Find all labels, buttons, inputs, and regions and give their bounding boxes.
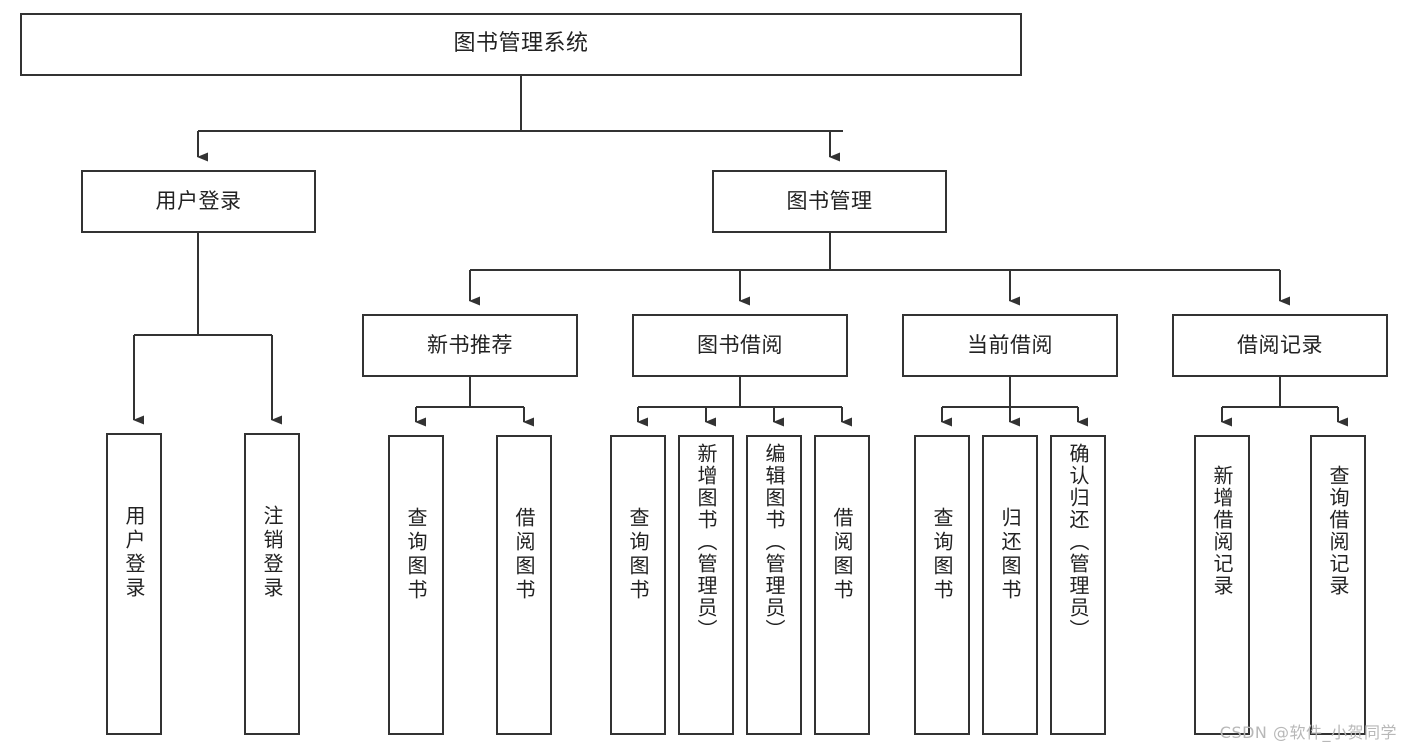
leaf-query-book-borrow[interactable]: 查询图书 — [610, 435, 666, 735]
node-label: 查询图书 — [930, 507, 954, 603]
leaf-query-book-current[interactable]: 查询图书 — [914, 435, 970, 735]
node-label: 图书管理 — [786, 188, 873, 213]
node-new-book-recommend[interactable]: 新书推荐 — [362, 314, 578, 377]
node-label: 查询图书 — [626, 507, 650, 603]
node-label: 图书管理系统 — [453, 31, 589, 57]
node-book-manage[interactable]: 图书管理 — [712, 170, 947, 233]
node-book-borrow[interactable]: 图书借阅 — [632, 314, 848, 377]
node-label: 借阅记录 — [1237, 332, 1323, 357]
node-label: 查询借阅记录 — [1326, 465, 1350, 597]
leaf-confirm-return-admin[interactable]: 确认归还（管理员） — [1050, 435, 1106, 735]
node-label: 新增图书（管理员） — [694, 443, 718, 641]
node-label: 当前借阅 — [967, 332, 1053, 357]
node-label: 注销登录 — [260, 505, 284, 601]
leaf-edit-book-admin[interactable]: 编辑图书（管理员） — [746, 435, 802, 735]
leaf-query-borrow-record[interactable]: 查询借阅记录 — [1310, 435, 1366, 735]
node-root-system[interactable]: 图书管理系统 — [20, 13, 1022, 76]
leaf-return-book[interactable]: 归还图书 — [982, 435, 1038, 735]
leaf-query-book-recommend[interactable]: 查询图书 — [388, 435, 444, 735]
node-label: 新增借阅记录 — [1210, 465, 1234, 597]
node-user-login[interactable]: 用户登录 — [81, 170, 316, 233]
node-label: 图书借阅 — [697, 332, 783, 357]
node-label: 查询图书 — [404, 507, 428, 603]
leaf-borrow-book-recommend[interactable]: 借阅图书 — [496, 435, 552, 735]
leaf-user-login[interactable]: 用户登录 — [106, 433, 162, 735]
leaf-add-book-admin[interactable]: 新增图书（管理员） — [678, 435, 734, 735]
node-label: 编辑图书（管理员） — [762, 443, 786, 641]
node-label: 借阅图书 — [830, 507, 854, 603]
node-current-borrow[interactable]: 当前借阅 — [902, 314, 1118, 377]
node-label: 借阅图书 — [512, 507, 536, 603]
node-label: 用户登录 — [155, 188, 242, 213]
leaf-user-logout[interactable]: 注销登录 — [244, 433, 300, 735]
node-borrow-record[interactable]: 借阅记录 — [1172, 314, 1388, 377]
node-label: 归还图书 — [998, 507, 1022, 603]
node-label: 用户登录 — [122, 505, 146, 601]
node-label: 新书推荐 — [427, 332, 513, 357]
node-label: 确认归还（管理员） — [1066, 443, 1090, 641]
leaf-borrow-book[interactable]: 借阅图书 — [814, 435, 870, 735]
csdn-watermark: CSDN @软件_小贺同学 — [1219, 723, 1397, 742]
leaf-add-borrow-record[interactable]: 新增借阅记录 — [1194, 435, 1250, 735]
